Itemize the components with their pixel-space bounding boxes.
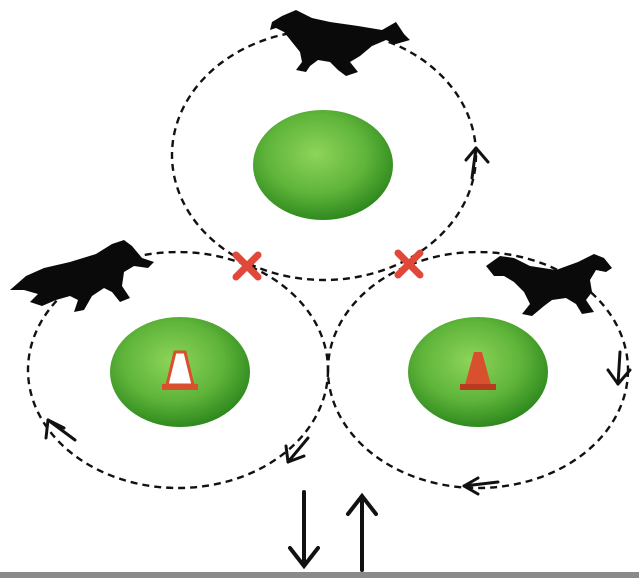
white-cone-icon bbox=[162, 350, 198, 390]
x-mark-icon bbox=[232, 251, 262, 281]
x-mark-icon bbox=[394, 249, 424, 279]
horse-galloping-top-icon bbox=[270, 10, 410, 76]
horse-galloping-left-icon bbox=[10, 240, 154, 312]
top-green-disk bbox=[253, 110, 393, 220]
horse-galloping-right-icon bbox=[486, 254, 612, 316]
direction-arrows bbox=[44, 146, 632, 496]
down-arrow-icon bbox=[288, 490, 320, 570]
right-circle-path bbox=[326, 250, 630, 490]
up-arrow-icon bbox=[346, 492, 378, 572]
entry-exit-arrows bbox=[288, 490, 378, 572]
orange-cone-icon bbox=[460, 352, 496, 390]
